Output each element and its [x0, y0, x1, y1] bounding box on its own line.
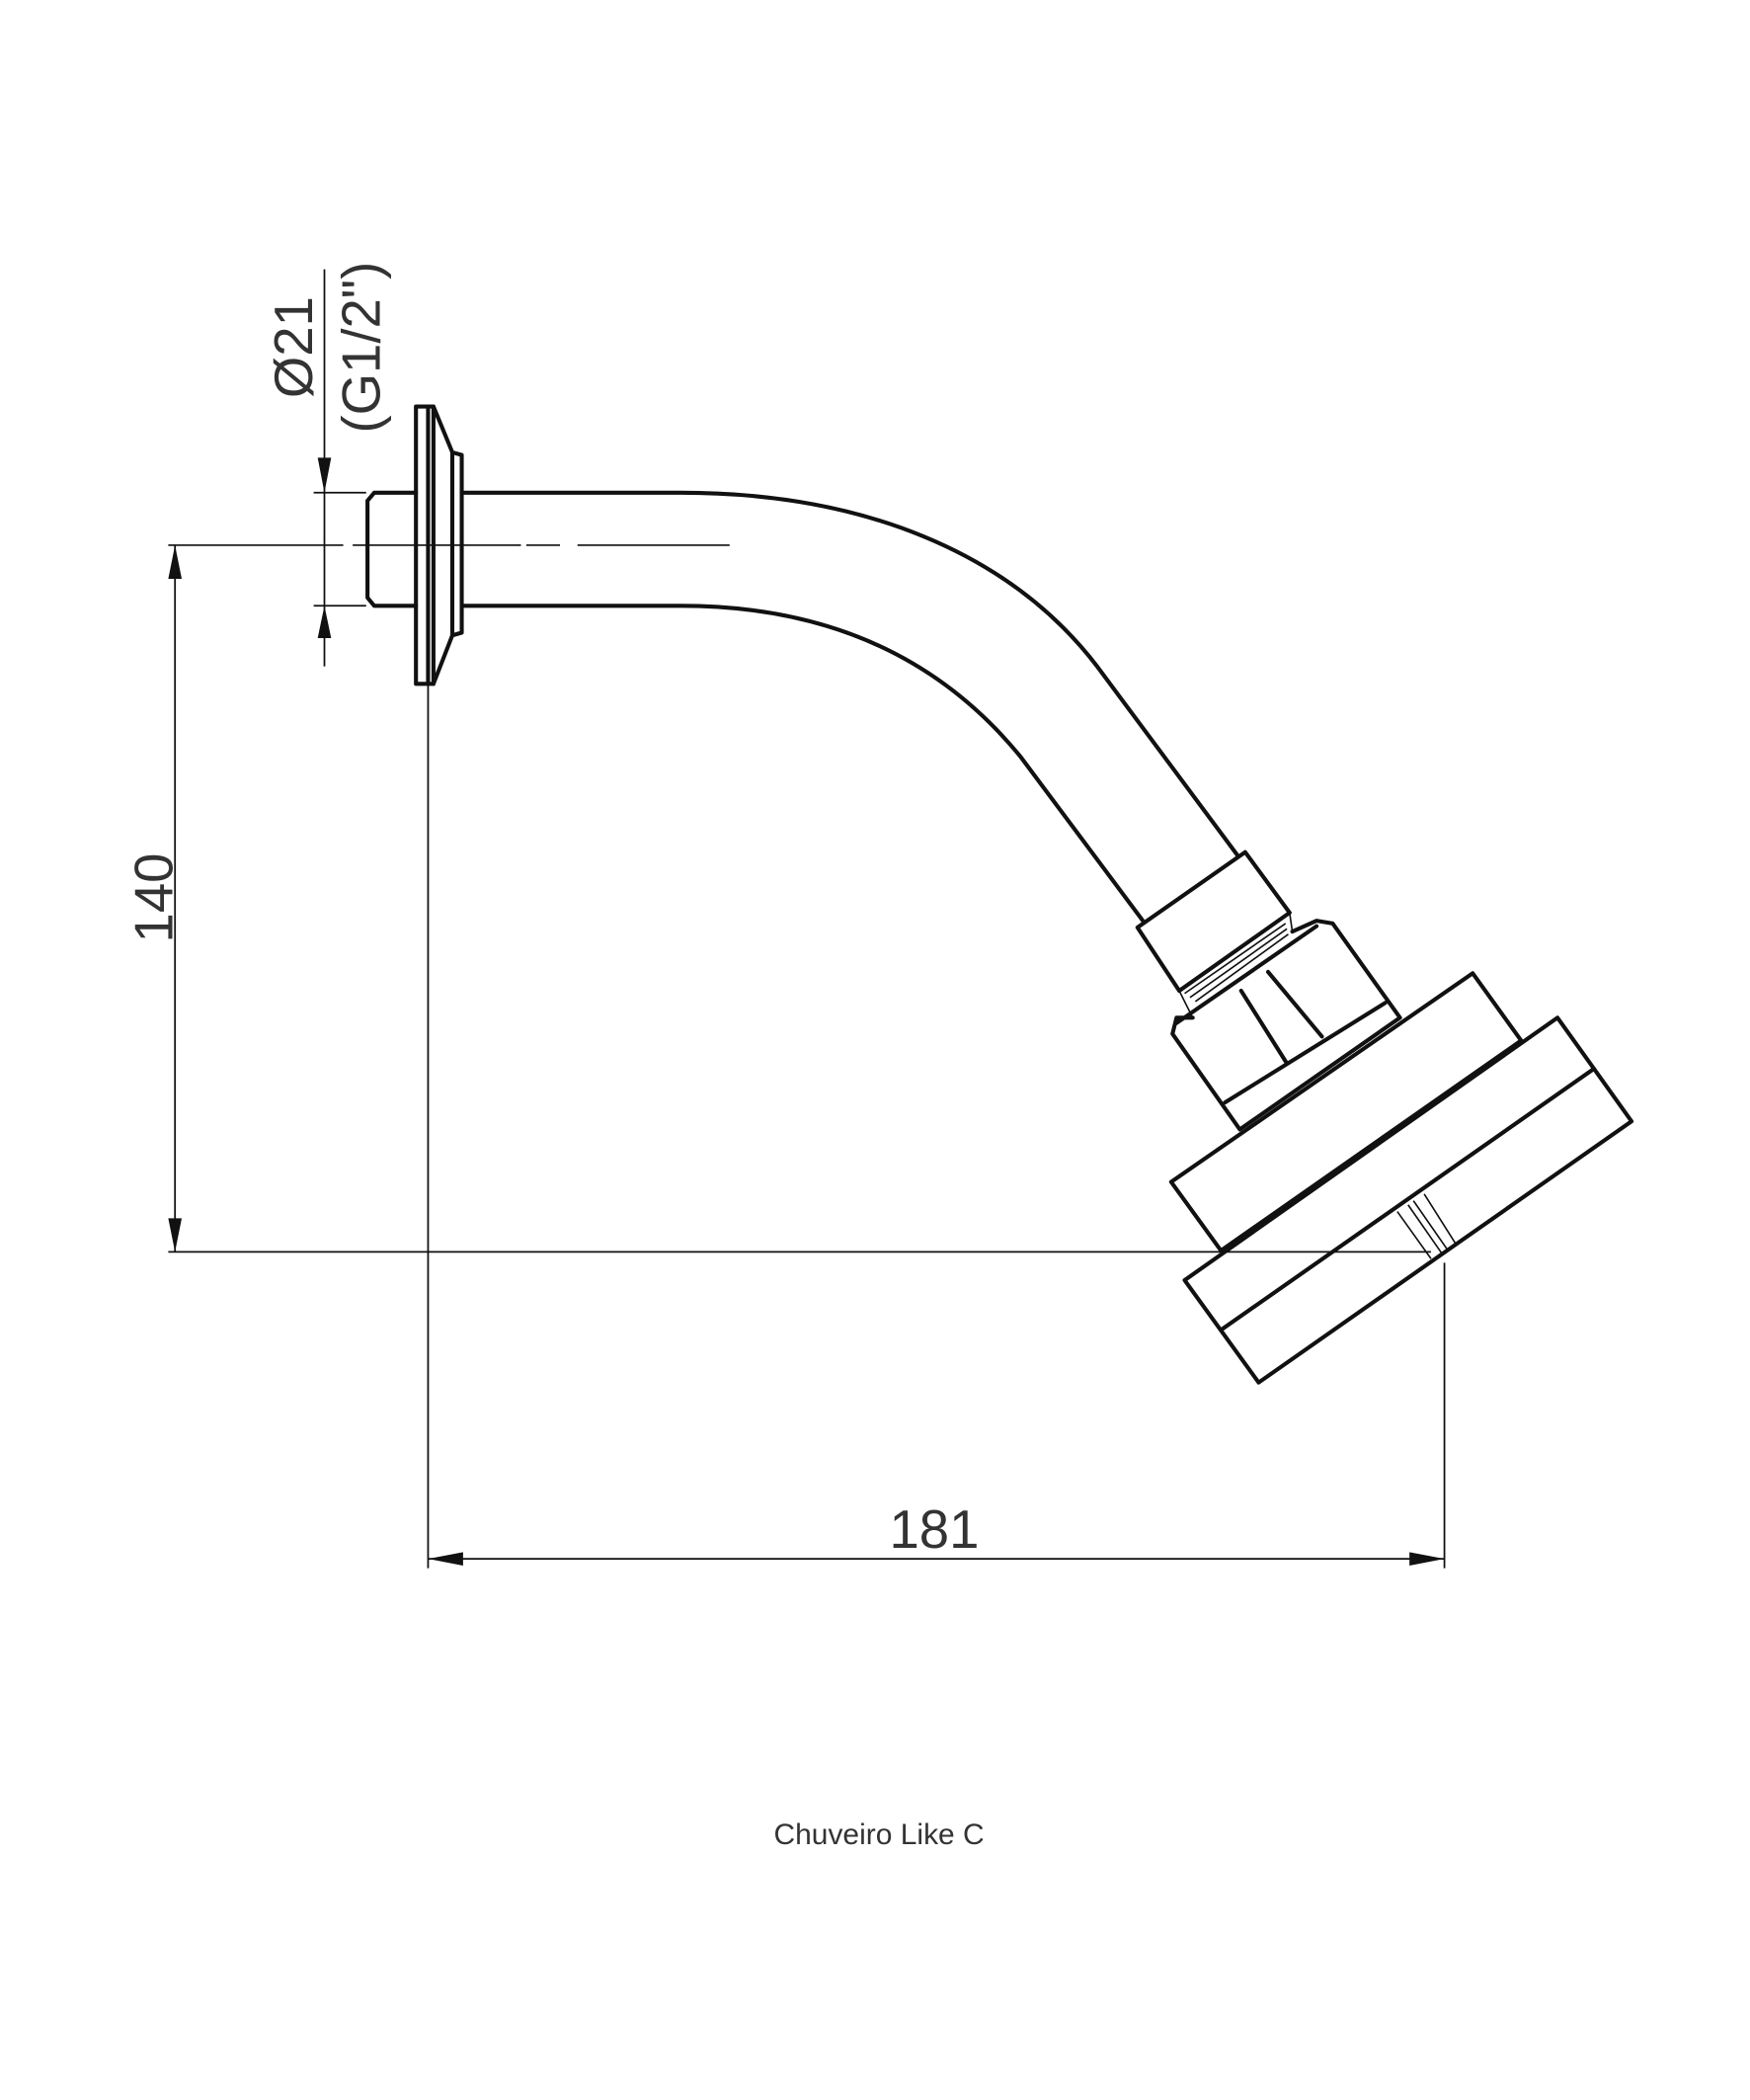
wall-flange	[414, 404, 436, 687]
adjust-slot-line	[1412, 1200, 1448, 1251]
width-dimension: 181	[427, 684, 1446, 1569]
swivel-nut	[1170, 919, 1402, 1132]
thread-lines	[1178, 912, 1294, 1018]
thread-spec-label: (G1/2")	[331, 262, 391, 434]
shower-head-body	[1168, 971, 1524, 1253]
adjust-slot-line	[1423, 1193, 1458, 1247]
nut-top-edge	[1174, 924, 1319, 1025]
diameter-arrow-top	[317, 457, 332, 493]
shower-head-connector	[1135, 849, 1402, 1132]
thread-diameter-dimension: Ø21 (G1/2")	[264, 262, 391, 667]
wall-fitting	[365, 404, 464, 687]
nut-facet-line	[1238, 988, 1290, 1066]
nut-bottom-edge	[1223, 1001, 1388, 1105]
flange-cone	[431, 404, 464, 687]
arm-pipe-outer-edge	[459, 490, 1239, 857]
height-arrow-top	[168, 544, 183, 580]
threaded-nipple	[365, 490, 419, 608]
nut-facet-line	[1265, 969, 1324, 1039]
shower-arm	[459, 490, 1239, 924]
coupling	[1135, 849, 1292, 994]
diameter-arrow-bottom	[317, 606, 332, 638]
shower-head-face-line	[1219, 1067, 1596, 1333]
height-dimension: 140	[123, 544, 1431, 1253]
shower-head	[1168, 971, 1634, 1385]
width-arrow-right	[1409, 1552, 1445, 1566]
adjust-slot-line	[1407, 1204, 1443, 1254]
width-arrow-left	[428, 1552, 463, 1566]
drawing-caption: Chuveiro Like C	[773, 1818, 984, 1851]
diameter-label: Ø21	[264, 296, 324, 398]
width-label: 181	[890, 1499, 980, 1560]
height-arrow-bottom	[168, 1218, 183, 1252]
height-label: 140	[123, 853, 184, 943]
shower-head-face	[1182, 1015, 1634, 1385]
adjust-slot-line	[1396, 1211, 1432, 1259]
arm-pipe-inner-edge	[459, 604, 1146, 924]
